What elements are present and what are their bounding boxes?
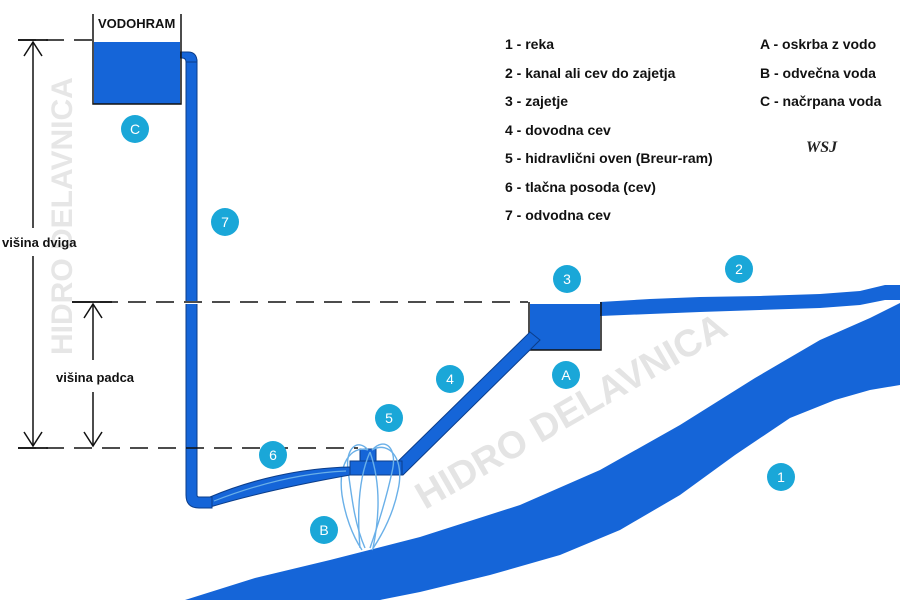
badge-7: 7 xyxy=(211,208,239,236)
svg-text:3: 3 xyxy=(563,271,571,287)
storage-tank-outline xyxy=(92,14,182,105)
legend-item-4: 4 - dovodna cev xyxy=(505,121,611,138)
badge-2: 2 xyxy=(725,255,753,283)
badge-6: 6 xyxy=(259,441,287,469)
legend-item-c: C - načrpana voda xyxy=(760,93,882,109)
badge-5: 5 xyxy=(375,404,403,432)
legend-item-a: A - oskrba z vodo xyxy=(760,36,877,52)
legend-item-5: 5 - hidravlični oven (Breur-ram) xyxy=(505,150,713,166)
badge-3: 3 xyxy=(553,265,581,293)
badge-c: C xyxy=(121,115,149,143)
drive-pipe xyxy=(382,331,541,476)
svg-text:C: C xyxy=(130,121,140,137)
lift-height-label: višina dviga xyxy=(2,235,77,250)
lift-height-arrow xyxy=(23,40,43,448)
svg-text:B: B xyxy=(319,522,328,538)
svg-text:7: 7 xyxy=(221,214,229,230)
delivery-pipe-top xyxy=(179,51,198,63)
river xyxy=(185,303,900,600)
svg-text:1: 1 xyxy=(777,469,785,485)
badge-b: B xyxy=(310,516,338,544)
legend-item-6: 6 - tlačna posoda (cev) xyxy=(505,178,656,195)
fall-height-label: višina padca xyxy=(56,370,135,385)
storage-tank-water xyxy=(94,42,180,104)
svg-text:5: 5 xyxy=(385,410,393,426)
pressure-vessel-highlight xyxy=(213,470,347,502)
fall-height-arrow xyxy=(83,302,103,448)
channel xyxy=(600,285,900,316)
legend-item-2: 2 - kanal ali cev do zajetja xyxy=(505,64,676,81)
legend-item-3: 3 - zajetje xyxy=(505,93,569,109)
svg-text:4: 4 xyxy=(446,371,454,387)
legend-item-7: 7 - odvodna cev xyxy=(505,207,611,223)
legend-item-1: 1 - reka xyxy=(505,36,555,52)
badge-a: A xyxy=(552,361,580,389)
storage-tank-label: VODOHRAM xyxy=(98,16,175,31)
waste-water-spray xyxy=(340,443,401,551)
watermark-vertical: HIDRO DELAVNICA xyxy=(46,77,79,355)
delivery-pipe xyxy=(185,59,213,509)
intake-tank-water xyxy=(530,304,600,350)
svg-text:6: 6 xyxy=(269,447,277,463)
legend-item-b: B - odvečna voda xyxy=(760,64,876,81)
intake-tank-outline xyxy=(528,302,602,351)
svg-text:2: 2 xyxy=(735,261,743,277)
legend-letters: A - oskrba z vodo B - odvečna voda C - n… xyxy=(760,30,881,116)
logo: WSJ xyxy=(806,139,838,156)
pressure-vessel xyxy=(209,466,351,508)
legend-numbers: 1 - reka 2 - kanal ali cev do zajetja 3 … xyxy=(505,30,713,230)
svg-text:A: A xyxy=(561,367,571,383)
badge-4: 4 xyxy=(436,365,464,393)
badge-1: 1 xyxy=(767,463,795,491)
